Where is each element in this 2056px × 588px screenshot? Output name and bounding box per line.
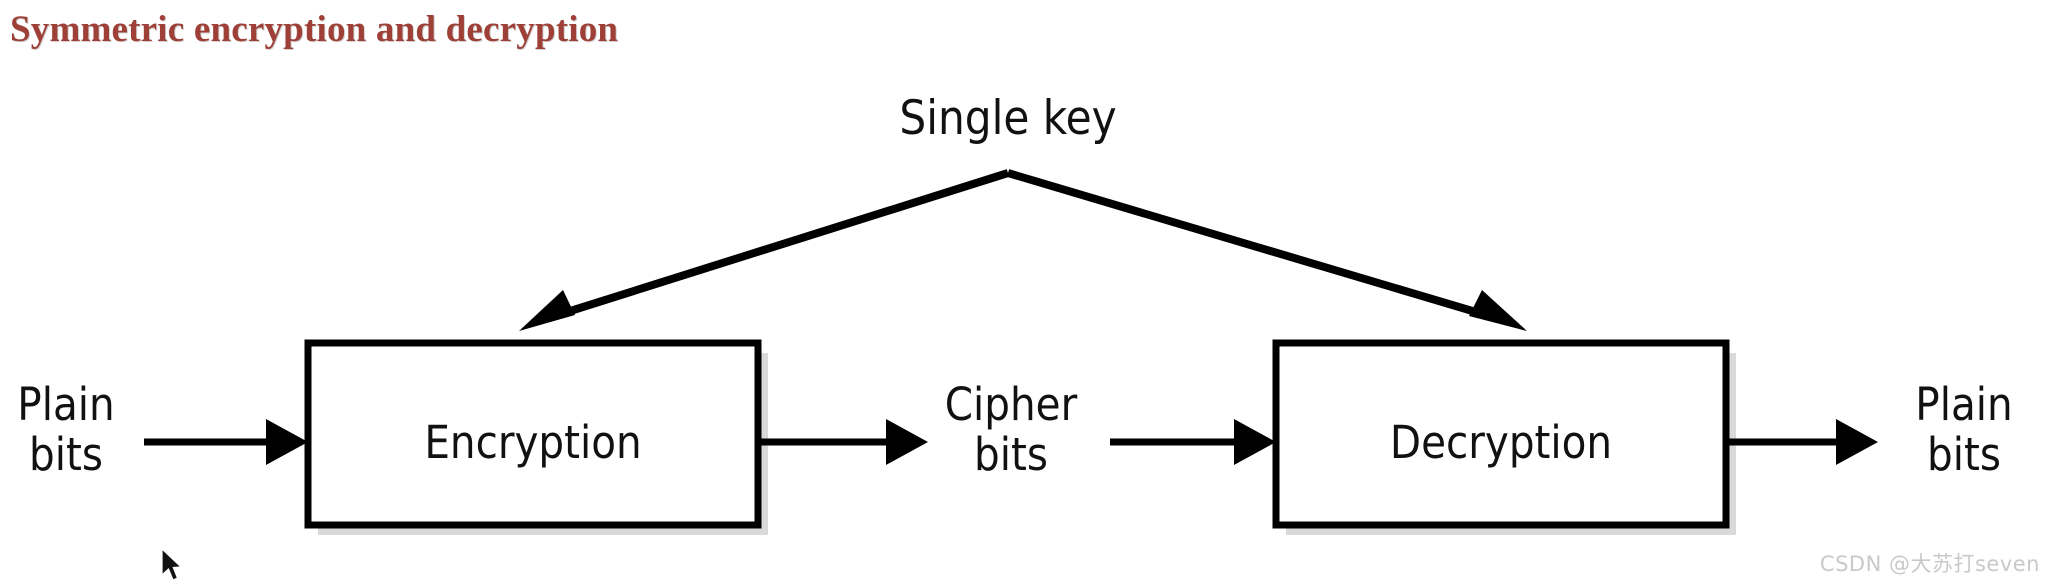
flow-label-cipher: Cipher bits <box>945 378 1078 481</box>
arrow-head-right <box>1469 290 1527 331</box>
single-key-label: Single key <box>899 91 1116 146</box>
cipher-line1: Cipher <box>945 378 1078 431</box>
arrow-head-left <box>519 290 575 331</box>
connector-key-to-decryption <box>1006 169 1527 331</box>
output-plain-line1: Plain <box>1915 378 2012 431</box>
connector-decryption-to-plain <box>1726 419 1878 465</box>
connector-encryption-to-cipher <box>758 419 928 465</box>
encryption-label: Encryption <box>424 416 641 469</box>
output-plain-line2: bits <box>1927 428 2001 481</box>
connector-cipher-to-decryption <box>1110 419 1276 465</box>
arrow-head-encryption-to-cipher <box>886 419 928 465</box>
flow-label-output-plain: Plain bits <box>1915 378 2012 481</box>
cipher-line2: bits <box>974 428 1048 481</box>
connector-plain-to-encryption <box>144 419 308 465</box>
flow-label-input-plain: Plain bits <box>17 378 114 481</box>
decryption-label: Decryption <box>1390 416 1612 469</box>
arrow-head-plain-to-encryption <box>266 419 308 465</box>
watermark: CSDN @大苏打seven <box>1819 552 2040 576</box>
arrow-head-decryption-to-plain <box>1836 419 1878 465</box>
process-box-decryption[interactable]: Decryption <box>1272 339 1736 535</box>
connector-key-to-encryption <box>519 169 1010 331</box>
page-title: Symmetric encryption and decryption <box>10 9 619 50</box>
input-plain-line1: Plain <box>17 378 114 431</box>
input-plain-line2: bits <box>29 428 103 481</box>
process-box-encryption[interactable]: Encryption <box>304 339 768 535</box>
arrow-head-cipher-to-decryption <box>1234 419 1276 465</box>
